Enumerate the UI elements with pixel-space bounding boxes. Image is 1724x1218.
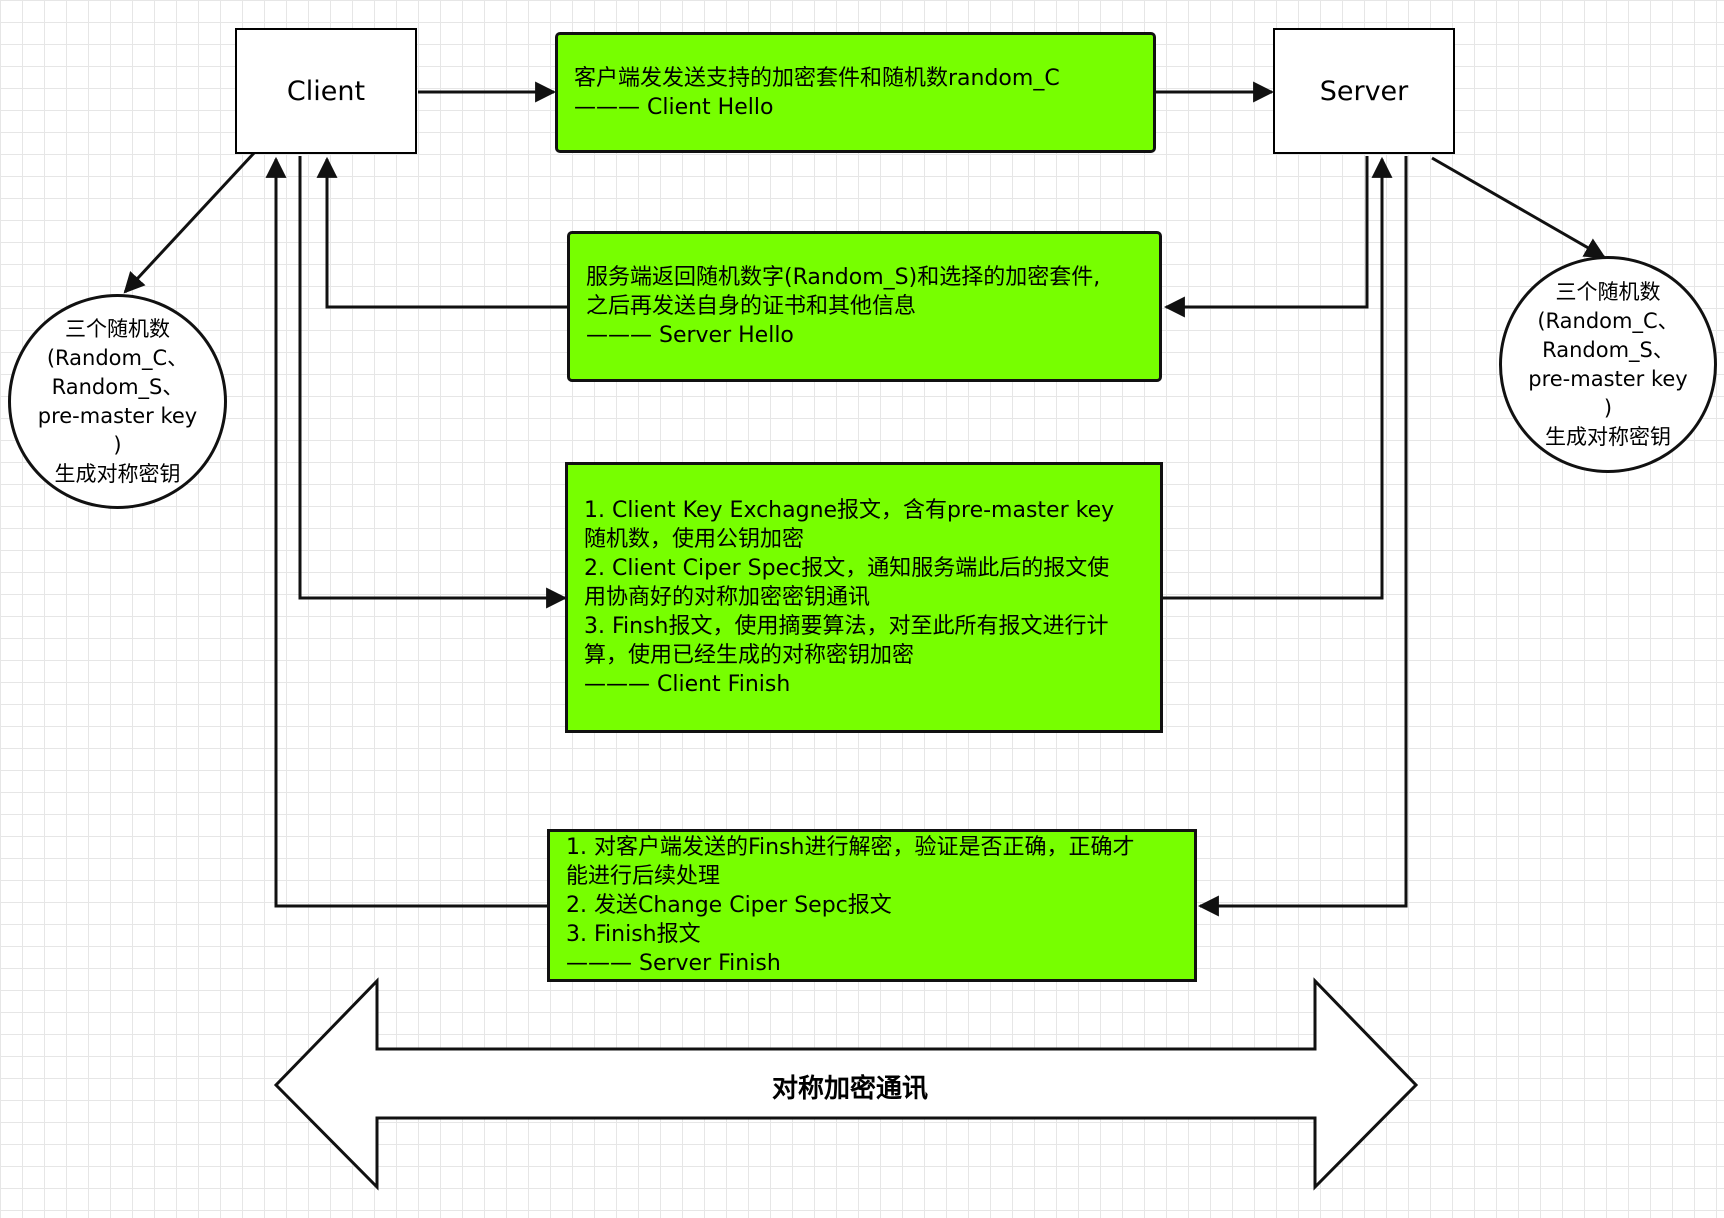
arrow-server-finish-to-client: [265, 156, 548, 908]
arrow-client-to-client-finish: [298, 156, 568, 609]
server-finish-line: 3. Finish报文: [566, 922, 701, 947]
symmetric-communication-arrow: [273, 977, 1419, 1191]
arrow-client-to-keys: [123, 151, 256, 294]
server-keys-line: Random_S、: [1542, 337, 1674, 362]
client-keys-line: 三个随机数: [65, 316, 170, 341]
client-node: Client: [235, 28, 417, 154]
server-finish-line: 1. 对客户端发送的Finsh进行解密，验证是否正确，正确才: [566, 835, 1135, 860]
client-finish-line: ——— Client Finish: [584, 672, 791, 697]
server-hello-line: 之后再发送自身的证书和其他信息: [586, 294, 917, 319]
server-finish-line: 2. 发送Change Ciper Sepc报文: [566, 893, 892, 918]
server-hello-line: ——— Server Hello: [586, 323, 794, 348]
arrow-server-to-keys: [1431, 156, 1606, 259]
symmetric-communication-label: 对称加密通讯: [771, 1074, 928, 1104]
server-node: Server: [1273, 28, 1455, 154]
arrow-server-hello-to-client: [316, 156, 568, 309]
server-keys-line: ): [1603, 395, 1613, 420]
server-keys-line: 三个随机数: [1555, 279, 1661, 304]
client-hello-box: 客户端发发送支持的加密套件和随机数random_C ——— Client Hel…: [555, 32, 1156, 153]
server-keys-circle: 三个随机数 (Random_C、 Random_S、 pre-master ke…: [1499, 256, 1717, 473]
client-keys-circle: 三个随机数 (Random_C、 Random_S、 pre-master ke…: [8, 294, 227, 509]
server-hello-line: 服务端返回随机数字(Random_S)和选择的加密套件,: [586, 265, 1101, 290]
client-keys-line: ): [113, 432, 122, 457]
client-finish-line: 用协商好的对称加密密钥通讯: [584, 585, 871, 610]
client-finish-box: 1. Client Key Exchagne报文，含有pre-master ke…: [565, 462, 1163, 733]
client-hello-line: ——— Client Hello: [574, 94, 774, 120]
client-finish-line: 1. Client Key Exchagne报文，含有pre-master ke…: [584, 498, 1115, 523]
client-finish-line: 算，使用已经生成的对称密钥加密: [584, 643, 915, 668]
server-keys-line: 生成对称密钥: [1545, 424, 1671, 449]
server-finish-line: 能进行后续处理: [566, 864, 721, 889]
arrow-server-to-server-finish: [1197, 156, 1408, 917]
server-hello-box: 服务端返回随机数字(Random_S)和选择的加密套件, 之后再发送自身的证书和…: [567, 231, 1162, 382]
server-keys-line: (Random_C、: [1537, 308, 1679, 333]
client-hello-line: 客户端发发送支持的加密套件和随机数random_C: [574, 65, 1060, 91]
client-keys-line: 生成对称密钥: [54, 461, 181, 486]
client-finish-line: 随机数，使用公钥加密: [584, 527, 805, 552]
client-label: Client: [286, 75, 366, 107]
server-finish-box: 1. 对客户端发送的Finsh进行解密，验证是否正确，正确才 能进行后续处理 2…: [547, 829, 1197, 982]
server-finish-line: ——— Server Finish: [566, 951, 781, 976]
arrow-client-finish-to-server: [1163, 156, 1393, 600]
client-keys-line: pre-master key: [37, 403, 198, 428]
arrow-server-to-server-hello: [1163, 156, 1369, 318]
client-keys-line: Random_S、: [51, 374, 184, 399]
client-keys-line: (Random_C、: [46, 345, 189, 370]
client-finish-line: 2. Client Ciper Spec报文，通知服务端此后的报文使: [584, 556, 1110, 581]
client-finish-line: 3. Finsh报文，使用摘要算法，对至此所有报文进行计: [584, 614, 1109, 639]
server-label: Server: [1319, 75, 1409, 107]
server-keys-line: pre-master key: [1528, 366, 1688, 391]
